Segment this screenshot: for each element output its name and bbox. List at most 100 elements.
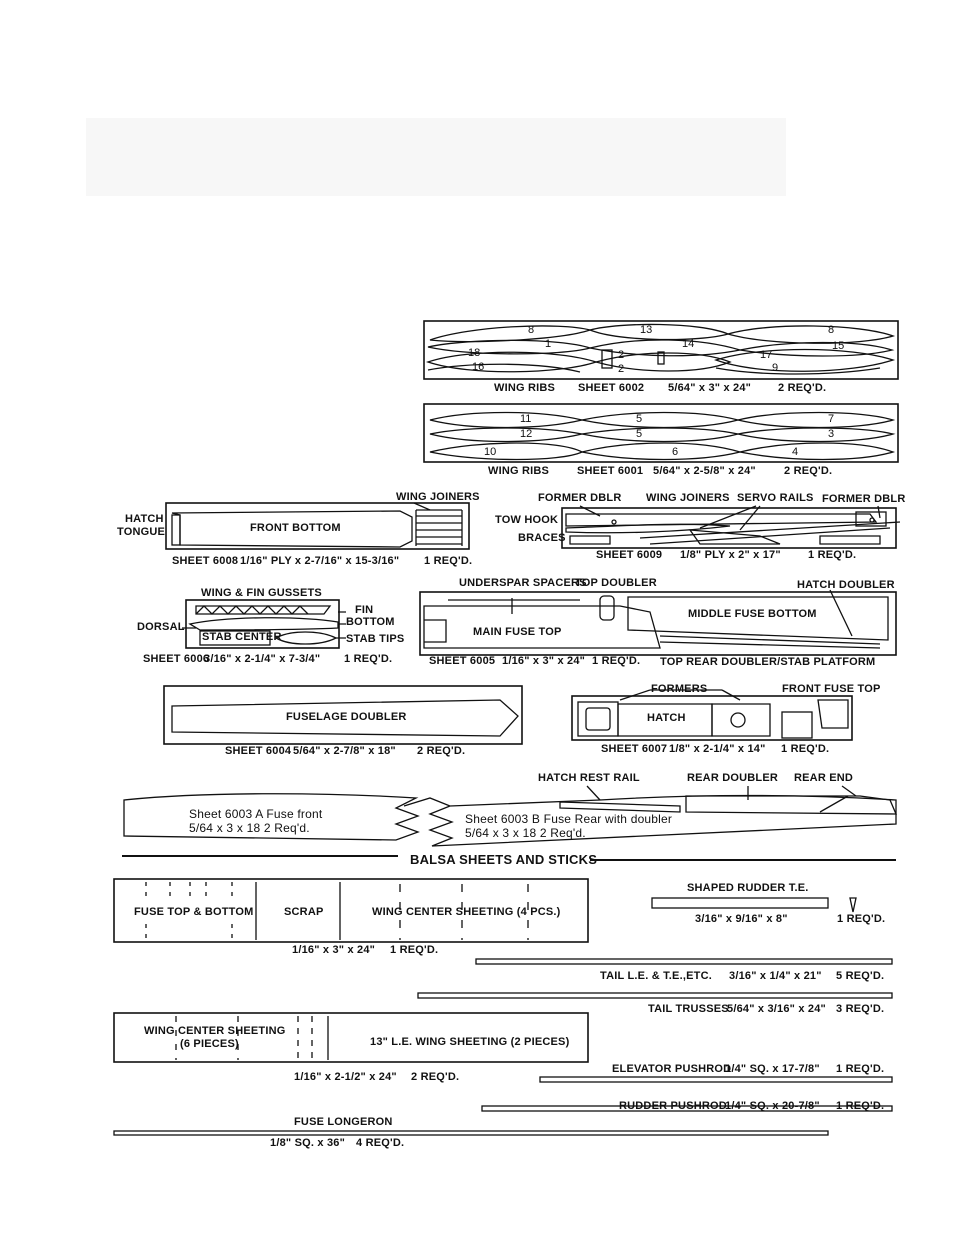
rear-doubler-label: REAR DOUBLER — [687, 772, 779, 784]
sheet-6004-qty: 2 REQ'D. — [417, 745, 466, 757]
hatch-rest-rail-label: HATCH REST RAIL — [538, 772, 640, 784]
sheet-6003b-size: 5/64 x 3 x 18 2 Req'd. — [465, 826, 586, 840]
bottom-label: BOTTOM — [346, 616, 395, 628]
ribs-6001-part: WING RIBS — [488, 465, 550, 477]
rudder-te-title: SHAPED RUDDER T.E. — [687, 882, 809, 894]
ribs-6001-sheet: SHEET 6001 — [577, 465, 644, 477]
fuse-top-bottom-label: FUSE TOP & BOTTOM — [134, 906, 254, 918]
rib-number: 12 — [520, 428, 533, 440]
rib-number: 5 — [636, 413, 643, 425]
sheet-6003b-title: Sheet 6003 B Fuse Rear with doubler — [465, 812, 673, 826]
ribs-6002-qty: 2 REQ'D. — [778, 382, 827, 394]
balsa-sheet-2-drawing — [113, 1012, 589, 1063]
rib-number: 15 — [832, 340, 845, 352]
rudder-te-qty: 1 REQ'D. — [837, 913, 886, 925]
rib-number: 13 — [640, 324, 653, 336]
wing-center-sheeting-6-label: WING CENTER SHEETING — [144, 1025, 286, 1037]
dorsal-label: DORSAL — [137, 621, 185, 633]
rib-number: 3 — [828, 428, 835, 440]
rib-number: 2 — [618, 363, 625, 375]
former-dblr-label: FORMER DBLR — [538, 492, 622, 504]
sticks-drawing — [113, 958, 893, 1136]
balsa-1-size: 1/16" x 3" x 24" — [292, 944, 376, 956]
faded-header-area — [86, 118, 786, 196]
stab-tips-label: STAB TIPS — [346, 633, 405, 645]
wing-center-pieces-label: (6 PIECES) — [180, 1038, 239, 1050]
ribs-6001-qty: 2 REQ'D. — [784, 465, 833, 477]
rib-number: 14 — [682, 338, 695, 350]
ribs-6002-size: 5/64" x 3" x 24" — [668, 382, 752, 394]
wing-joiners-label: WING JOINERS — [396, 491, 480, 503]
tail-trusses-qty: 3 REQ'D. — [836, 1003, 885, 1015]
fin-label: FIN — [355, 604, 374, 616]
fuse-longeron-label: FUSE LONGERON — [294, 1116, 393, 1128]
sheet-6006-size: 3/16" x 2-1/4" x 7-3/4" — [204, 653, 321, 665]
sheet-6008-size: 1/16" PLY x 2-7/16" x 15-3/16" — [240, 555, 400, 567]
stab-center-label: STAB CENTER — [202, 631, 282, 643]
sheet-6004-size: 5/64" x 2-7/8" x 18" — [293, 745, 396, 757]
fuse-longeron-size: 1/8" SQ. x 36" — [270, 1137, 345, 1149]
ribs-6002-part: WING RIBS — [494, 382, 556, 394]
ribs-6001-size: 5/64" x 2-5/8" x 24" — [653, 465, 756, 477]
servo-rails-label: SERVO RAILS — [737, 492, 814, 504]
tow-hook-label: TOW HOOK — [495, 514, 559, 526]
rib-number: 18 — [468, 347, 481, 359]
sheet-6003a-size: 5/64 x 3 x 18 2 Req'd. — [189, 821, 310, 835]
rudder-te-drawing — [651, 897, 857, 913]
front-bottom-label: FRONT BOTTOM — [250, 522, 341, 534]
sheet-6003-drawing — [122, 785, 897, 861]
top-doubler-label: TOP DOUBLER — [575, 577, 657, 589]
wing-center-sheeting-label: WING CENTER SHEETING (4 PCS.) — [372, 906, 561, 918]
braces-label: BRACES — [518, 532, 566, 544]
sheet-6004-id: SHEET 6004 — [225, 745, 292, 757]
wing-joiners-label: WING JOINERS — [646, 492, 730, 504]
front-fuse-top-label: FRONT FUSE TOP — [782, 683, 881, 695]
rib-number: 16 — [472, 361, 485, 373]
sheet-6005-id: SHEET 6005 — [429, 655, 496, 667]
sheet-6004-drawing — [163, 685, 523, 745]
sheet-6005-drawing — [419, 589, 897, 656]
elevator-pushrod-qty: 1 REQ'D. — [836, 1063, 885, 1075]
sheet-6009-qty: 1 REQ'D. — [808, 549, 857, 561]
balsa-sheet-1-drawing — [113, 878, 589, 943]
rib-number: 7 — [828, 413, 835, 425]
section-title: BALSA SHEETS AND STICKS — [410, 852, 598, 867]
balsa-2-size: 1/16" x 2-1/2" x 24" — [294, 1071, 397, 1083]
sheet-6008-id: SHEET 6008 — [172, 555, 239, 567]
rib-number: 1 — [545, 338, 552, 350]
tail-trusses-label: TAIL TRUSSES — [648, 1003, 729, 1015]
sheet-6007-qty: 1 REQ'D. — [781, 743, 830, 755]
le-wing-sheeting-label: 13" L.E. WING SHEETING (2 PIECES) — [370, 1036, 570, 1048]
sheet-6007-size: 1/8" x 2-1/4" x 14" — [669, 743, 766, 755]
formers-label: FORMERS — [651, 683, 708, 695]
fuselage-doubler-label: FUSELAGE DOUBLER — [286, 711, 407, 723]
sheet-6003a-title: Sheet 6003 A Fuse front — [189, 807, 323, 821]
gussets-label: WING & FIN GUSSETS — [201, 587, 322, 599]
tail-trusses-size: 5/64" x 3/16" x 24" — [727, 1003, 826, 1015]
sheet-6009-drawing — [561, 505, 901, 549]
rudder-te-size: 3/16" x 9/16" x 8" — [695, 913, 788, 925]
rib-number: 17 — [760, 349, 773, 361]
hatch-tongue-label-2: TONGUE — [117, 526, 166, 538]
rib-number: 5 — [636, 428, 643, 440]
sheet-6007-id: SHEET 6007 — [601, 743, 668, 755]
balsa-2-qty: 2 REQ'D. — [411, 1071, 460, 1083]
rib-number: 8 — [828, 324, 835, 336]
main-fuse-top-label: MAIN FUSE TOP — [473, 626, 562, 638]
hatch-doubler-label: HATCH DOUBLER — [797, 579, 895, 591]
rear-end-label: REAR END — [794, 772, 854, 784]
underspar-label: UNDERSPAR SPACERS — [459, 577, 587, 589]
ribs-6002-sheet: SHEET 6002 — [578, 382, 645, 394]
rib-number: 6 — [672, 446, 679, 458]
sheet-6002-ribs-drawing — [423, 320, 899, 380]
sheet-6009-size: 1/8" PLY x 2" x 17" — [680, 549, 781, 561]
scrap-label: SCRAP — [284, 906, 324, 918]
rib-number: 11 — [520, 413, 532, 425]
sheet-6007-drawing — [571, 689, 853, 741]
sheet-6006-qty: 1 REQ'D. — [344, 653, 393, 665]
top-rear-doubler-label: TOP REAR DOUBLER/STAB PLATFORM — [660, 656, 876, 668]
tail-le-label: TAIL L.E. & T.E.,ETC. — [600, 970, 712, 982]
sheet-6005-qty: 1 REQ'D. — [592, 655, 641, 667]
